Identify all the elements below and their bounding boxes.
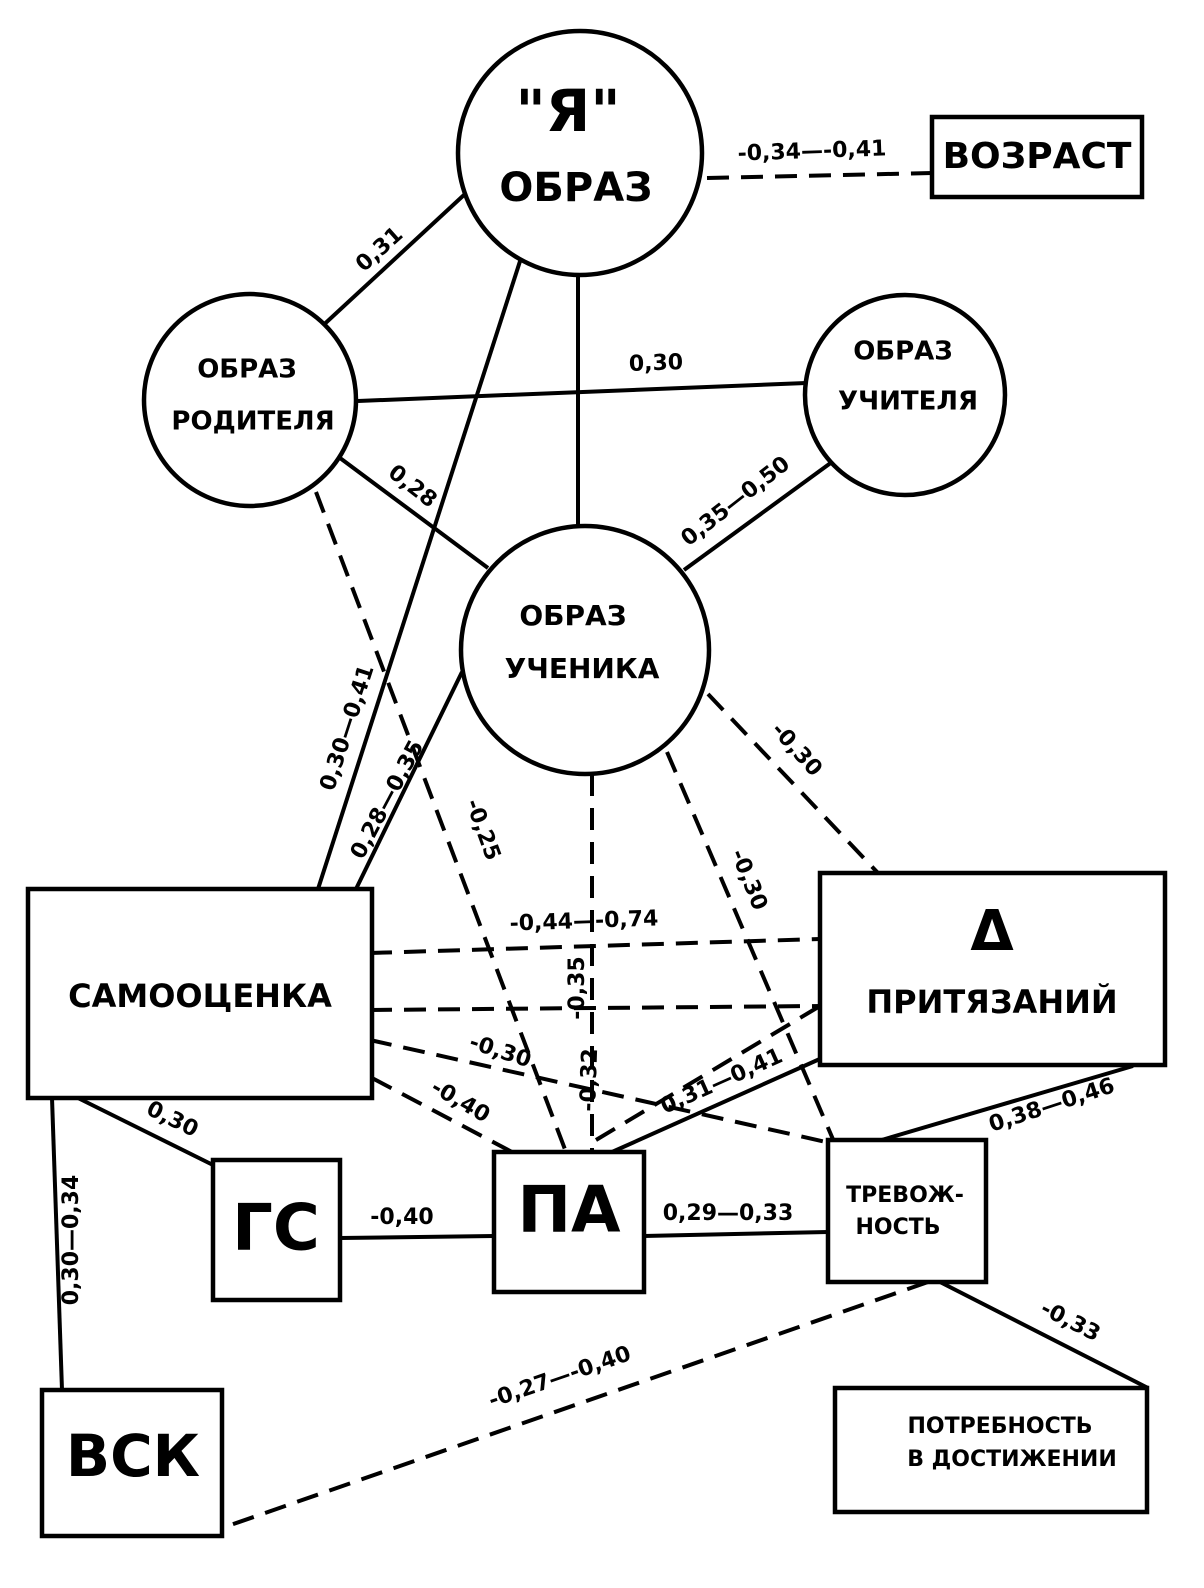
node-vsk-label: ВСК: [66, 1422, 200, 1490]
edge-ya-samoocenka: [316, 254, 524, 890]
edge-label-pritiazaniy-mid: -0,32: [576, 1048, 603, 1112]
edge-roditel-uchenik: [338, 456, 490, 570]
node-pritiazaniy-line2: ПРИТЯЗАНИЙ: [866, 983, 1117, 1021]
edge-uchenik-trevozhnost: [665, 751, 837, 1145]
edge-samoocenka-pritiazaniy-1: [369, 937, 821, 955]
node-obraz-uchenika: ОБРАЗ УЧЕНИКА: [458, 523, 712, 777]
node-trevozhnost-line2: НОСТЬ: [855, 1215, 940, 1240]
node-obraz-uchenika-line1: ОБРАЗ: [519, 599, 626, 632]
edge-samoocenka-pritiazaniy-2: [369, 1004, 821, 1012]
node-potrebnost: ПОТРЕБНОСТЬ В ДОСТИЖЕНИИ: [832, 1385, 1150, 1515]
node-gs-label: ГС: [232, 1192, 320, 1266]
edge-ya-vozrast: [706, 171, 933, 180]
node-trevozhnost-line1: ТРЕВОЖ-: [846, 1183, 964, 1208]
edge-label-ya-vozrast: -0,34—-0,41: [737, 136, 887, 166]
edge-label-gs-pa: -0,40: [370, 1205, 433, 1230]
edge-label-roditel-pa: -0,25: [460, 796, 505, 864]
node-obraz-roditelya-line2: РОДИТЕЛЯ: [171, 407, 334, 437]
edge-uchitel-uchenik: [682, 460, 834, 572]
node-samoocenka: САМООЦЕНКА: [25, 886, 375, 1101]
edge-trevozhnost-potrebnost: [939, 1280, 1149, 1390]
edge-uchenik-pritiazaniy: [706, 692, 880, 875]
node-ya-obraz: "Я" ОБРАЗ: [455, 28, 705, 278]
edge-label-samoocenka-pritiazaniy: -0,44—-0,74: [509, 906, 659, 936]
edge-label-pa-trevozhnost: 0,29—0,33: [663, 1201, 794, 1226]
node-vsk: ВСК: [39, 1387, 225, 1539]
edge-pa-pritiazaniy: [611, 1056, 823, 1154]
edge-pritiazaniy-mid: [594, 1004, 822, 1142]
edge-label-trevozhnost-vsk: -0,27—-0,40: [485, 1341, 634, 1413]
edge-label-uchenik-pa: -0,35: [565, 956, 590, 1019]
node-obraz-uchenika-line2: УЧЕНИКА: [505, 652, 660, 685]
edge-uchenik-samoocenka: [354, 671, 464, 890]
node-obraz-roditelya: ОБРАЗ РОДИТЕЛЯ: [141, 291, 359, 509]
edge-label-uchenik-samoocenka: 0,28—0,35: [346, 736, 429, 863]
node-vozrast-label: ВОЗРАСТ: [943, 136, 1132, 177]
node-potrebnost-line1: ПОТРЕБНОСТЬ: [907, 1414, 1092, 1439]
edge-trevozhnost-vsk: [221, 1280, 929, 1530]
edge-samoocenka-gs: [77, 1096, 214, 1167]
edge-label-samoocenka-vsk: 0,30—0,34: [59, 1175, 84, 1306]
node-ya-obraz-line1: "Я": [515, 77, 620, 145]
edge-roditel-uchitel: [357, 381, 807, 403]
edge-label-uchenik-pritiazaniy: -0,30: [766, 718, 827, 782]
edge-samoocenka-vsk: [50, 1097, 64, 1391]
node-pa: ПА: [491, 1149, 647, 1295]
edge-gs-pa: [339, 1234, 495, 1240]
node-obraz-uchitelya: ОБРАЗ УЧИТЕЛЯ: [802, 292, 1008, 498]
node-gs: ГС: [210, 1157, 343, 1303]
edge-label-roditel-uchitel: 0,30: [628, 350, 683, 377]
edge-pa-trevozhnost: [643, 1230, 829, 1238]
node-potrebnost-line2: В ДОСТИЖЕНИИ: [907, 1447, 1116, 1472]
edge-label-ya-roditel: 0,31: [351, 222, 408, 277]
node-pa-label: ПА: [517, 1174, 621, 1248]
edge-ya-roditel: [316, 192, 467, 332]
node-vozrast: ВОЗРАСТ: [929, 114, 1145, 200]
node-pritiazaniy-line1: Δ: [970, 899, 1014, 964]
node-obraz-uchitelya-line2: УЧИТЕЛЯ: [838, 387, 978, 417]
node-obraz-roditelya-line1: ОБРАЗ: [197, 355, 297, 385]
node-trevozhnost: ТРЕВОЖ- НОСТЬ: [825, 1137, 989, 1285]
node-pritiazaniy: Δ ПРИТЯЗАНИЙ: [817, 870, 1168, 1068]
node-obraz-uchitelya-line1: ОБРАЗ: [853, 337, 953, 367]
edge-trevozhnost-pritiazaniy: [867, 1064, 1134, 1146]
edges: [50, 171, 1149, 1530]
edge-label-samoocenka-pa: -0,40: [427, 1075, 494, 1128]
edge-label-roditel-uchenik: 0,28: [383, 460, 441, 513]
node-ya-obraz-line2: ОБРАЗ: [499, 165, 652, 211]
node-samoocenka-label: САМООЦЕНКА: [68, 977, 332, 1015]
edge-label-uchenik-trevozhnost: -0,30: [725, 846, 772, 914]
edge-roditel-pa: [314, 491, 568, 1153]
edge-label-trevozhnost-potrebnost: -0,33: [1036, 1296, 1104, 1347]
edge-samoocenka-pa: [371, 1076, 513, 1154]
edge-samoocenka-trevozhnost: [369, 1038, 836, 1146]
